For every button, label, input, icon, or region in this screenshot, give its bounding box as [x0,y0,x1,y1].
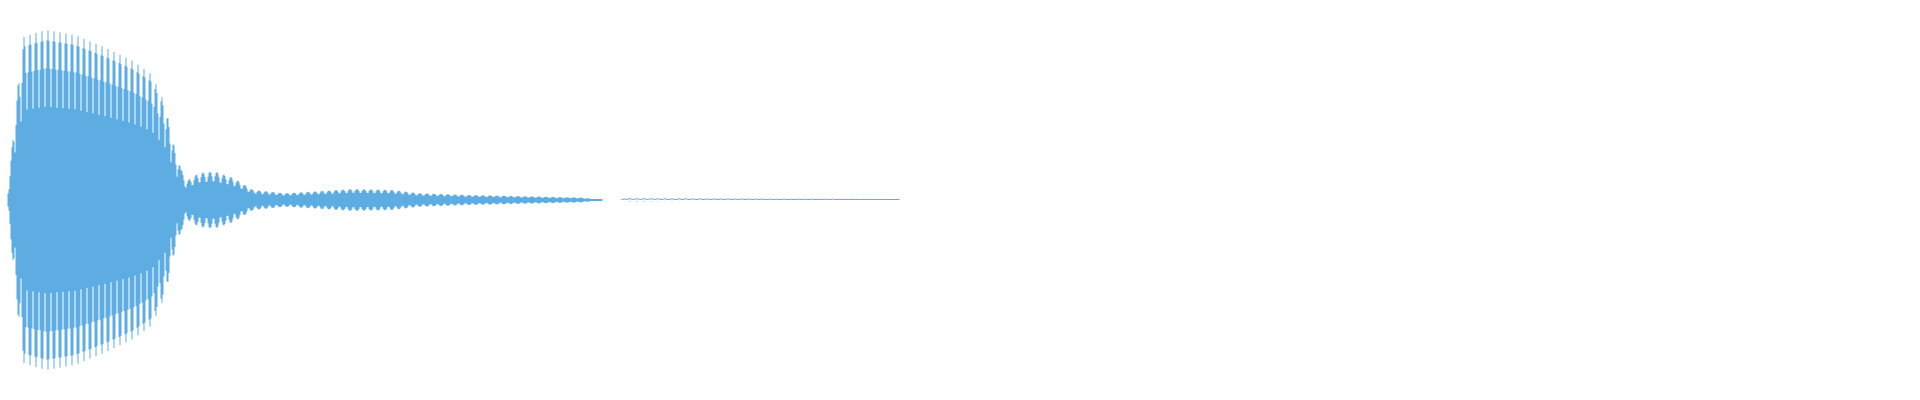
waveform-core [8,152,270,248]
waveform-bars [7,30,603,370]
waveform-tail [621,198,900,202]
